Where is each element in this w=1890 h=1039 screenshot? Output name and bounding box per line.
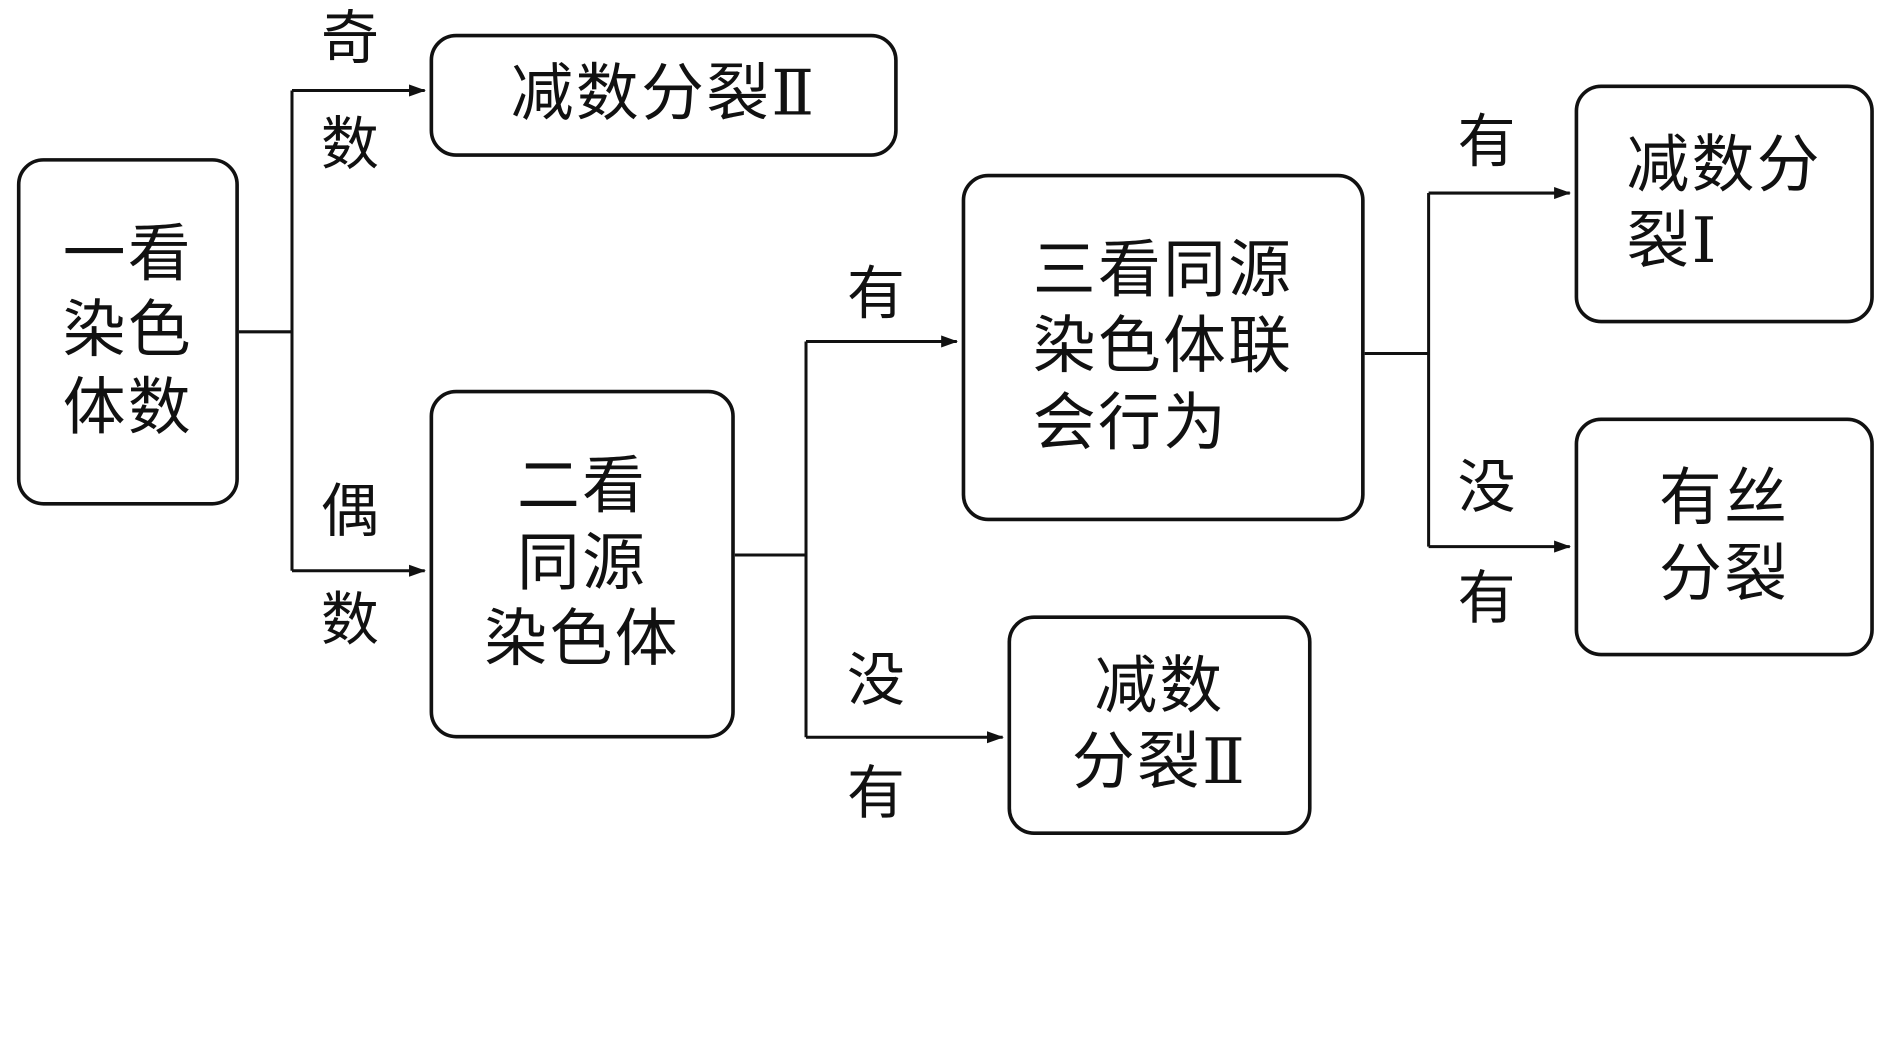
box-meiosis-i: 减数分 裂Ⅰ bbox=[1574, 84, 1874, 324]
label-none-middle-1: 没 bbox=[847, 646, 905, 715]
label-have-right: 有 bbox=[1457, 108, 1516, 177]
label-none-right-1: 没 bbox=[1457, 453, 1516, 522]
box-mitosis: 有丝 分裂 bbox=[1574, 417, 1874, 657]
label-have-middle: 有 bbox=[847, 260, 905, 329]
label-odd-1: 奇 bbox=[320, 4, 379, 73]
box-look-chromosome-number-text: 一看 染色 体数 bbox=[62, 218, 194, 444]
label-none-right-2: 有 bbox=[1457, 564, 1516, 633]
box-look-synapsis-text: 三看同源 染色体联 会行为 bbox=[1032, 233, 1294, 460]
label-even-2: 数 bbox=[320, 586, 379, 654]
label-even-1: 偶 bbox=[320, 477, 379, 546]
box-meiosis-ii-top: 减数分裂Ⅱ bbox=[429, 33, 898, 157]
box-meiosis-i-text: 减数分 裂Ⅰ bbox=[1626, 128, 1822, 278]
box-look-synapsis: 三看同源 染色体联 会行为 bbox=[961, 173, 1365, 522]
box-meiosis-ii-top-text: 减数分裂Ⅱ bbox=[510, 58, 817, 131]
box-look-homologous-text: 二看 同源 染色体 bbox=[484, 450, 680, 676]
box-meiosis-ii-bottom-text: 减数 分裂Ⅱ bbox=[1071, 649, 1248, 799]
label-odd-2: 数 bbox=[320, 111, 379, 179]
box-look-homologous: 二看 同源 染色体 bbox=[429, 389, 735, 739]
box-mitosis-text: 有丝 分裂 bbox=[1659, 461, 1790, 611]
connector-lines bbox=[238, 84, 1571, 744]
box-meiosis-ii-bottom: 减数 分裂Ⅱ bbox=[1007, 615, 1312, 835]
box-look-chromosome-number: 一看 染色 体数 bbox=[16, 158, 239, 506]
label-none-middle-2: 有 bbox=[847, 760, 905, 828]
